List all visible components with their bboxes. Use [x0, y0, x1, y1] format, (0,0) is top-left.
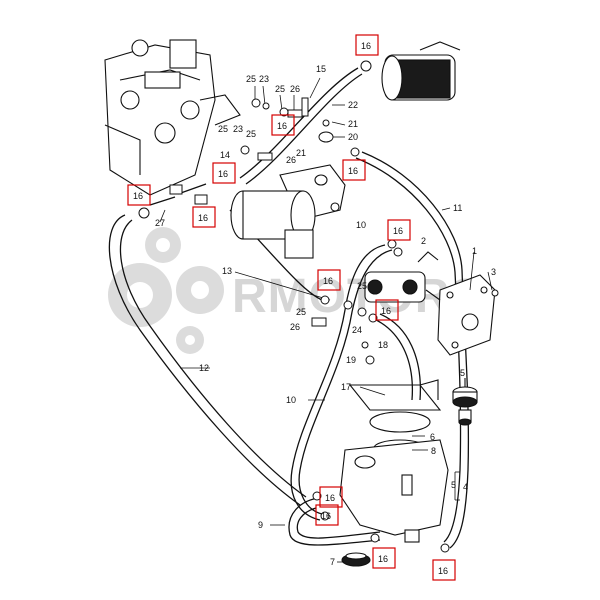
callout-labels: 16 16 16 16 16 16 16 16 16 16 16 16 16	[133, 41, 448, 576]
label-2: 2	[421, 236, 426, 246]
leader-lines	[159, 77, 493, 563]
callout-box-16	[387, 219, 411, 241]
label-7: 7	[330, 557, 335, 567]
reservoir-cap	[341, 552, 371, 567]
label-21: 21	[296, 148, 306, 158]
callout-16: 16	[133, 191, 143, 201]
callout-16: 16	[218, 169, 228, 179]
pump-unit	[425, 274, 496, 356]
callout-16: 16	[393, 226, 403, 236]
label-1: 1	[472, 246, 477, 256]
callout-box-16	[375, 299, 399, 321]
label-19: 19	[346, 355, 356, 365]
accumulator	[230, 164, 346, 259]
label-25: 25	[275, 84, 285, 94]
fittings	[138, 60, 499, 553]
callout-16: 16	[198, 213, 208, 223]
callout-16: 16	[361, 41, 371, 51]
callout-16: 16	[323, 276, 333, 286]
label-21: 21	[348, 119, 358, 129]
label-5: 5	[460, 368, 465, 378]
label-9: 9	[258, 520, 263, 530]
label-22: 22	[348, 100, 358, 110]
label-11: 11	[453, 203, 462, 213]
label-10: 10	[356, 220, 366, 230]
label-17: 17	[341, 382, 351, 392]
callout-box-16	[319, 486, 343, 508]
label-4: 4	[463, 482, 468, 492]
label-10: 10	[286, 395, 296, 405]
label-6: 6	[430, 432, 435, 442]
callout-box-16	[315, 504, 339, 526]
label-25: 25	[296, 307, 306, 317]
callout-16: 16	[378, 554, 388, 564]
callout-box-16	[271, 114, 295, 136]
callout-16: 16	[348, 166, 358, 176]
label-25: 25	[218, 124, 228, 134]
valve-block	[364, 251, 439, 303]
label-25: 25	[246, 74, 256, 84]
callout-16: 16	[325, 493, 335, 503]
filter-cap	[452, 378, 478, 426]
watermark-gear-icon	[108, 227, 224, 354]
label-20: 20	[348, 132, 358, 142]
hydraulic-block	[104, 39, 241, 196]
callout-16: 16	[381, 306, 391, 316]
label-14: 14	[220, 150, 230, 160]
hose-lines	[108, 67, 470, 549]
label-13: 13	[222, 266, 232, 276]
callout-box-16	[432, 559, 456, 581]
callout-box-16	[192, 206, 216, 228]
label-26: 26	[290, 322, 300, 332]
callout-16: 16	[277, 121, 287, 131]
part-labels: 25 23 25 26 15 22 21 20 21 25 23 25 14 2…	[155, 64, 496, 567]
label-15: 15	[316, 64, 326, 74]
callout-16: 16	[438, 566, 448, 576]
label-25: 25	[246, 129, 256, 139]
label-27: 27	[155, 218, 165, 228]
reservoir-tank	[339, 439, 449, 543]
label-26: 26	[286, 155, 296, 165]
label-8: 8	[431, 446, 436, 456]
label-18: 18	[378, 340, 388, 350]
label-25: 25	[357, 281, 367, 291]
label-23: 23	[259, 74, 269, 84]
label-26: 26	[290, 84, 300, 94]
callout-box-16	[372, 547, 396, 569]
label-24: 24	[352, 325, 362, 335]
callout-16: 16	[321, 511, 331, 521]
pump-motor	[381, 41, 461, 101]
callout-box-16	[342, 159, 366, 181]
label-3: 3	[491, 267, 496, 277]
callout-box-16	[317, 269, 341, 291]
label-12: 12	[199, 363, 209, 373]
callout-boxes	[127, 34, 456, 581]
callout-box-16	[355, 34, 379, 56]
callout-box-16	[127, 184, 151, 206]
callout-box-16	[212, 162, 236, 184]
label-23: 23	[233, 124, 243, 134]
label-5: 5	[451, 480, 456, 490]
